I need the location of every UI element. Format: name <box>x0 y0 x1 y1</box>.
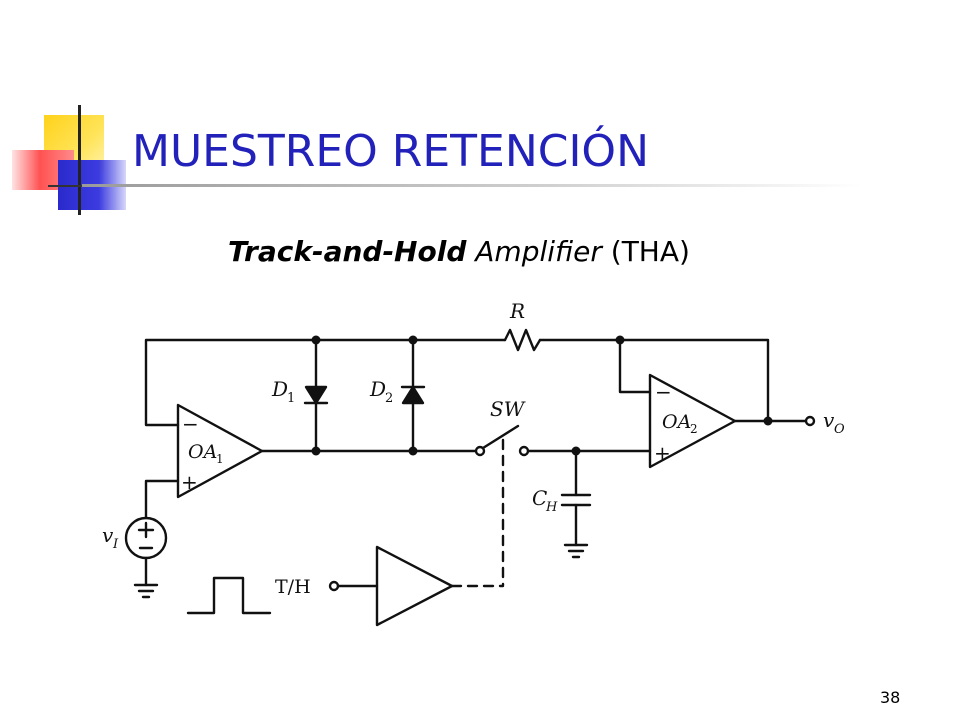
diode-d2 <box>401 385 425 405</box>
source-plus-sign <box>137 521 155 539</box>
label-oa1: OA <box>188 441 217 463</box>
diode-d1 <box>304 385 328 405</box>
label-d1: D <box>271 377 288 401</box>
label-d1-sub: 1 <box>287 391 295 406</box>
clock-pulse <box>186 576 272 615</box>
resistor-r <box>503 328 542 352</box>
subtitle-track-and-hold: Track-and-Hold <box>228 235 467 268</box>
label-oa2: OA <box>662 411 691 433</box>
label-vo-sub: O <box>834 422 845 437</box>
oa1-plus-input-wire <box>144 479 180 520</box>
label-ch-sub: H <box>545 500 558 515</box>
label-ch: C <box>532 486 547 510</box>
label-oa2-plus: + <box>654 441 671 465</box>
title-underline <box>82 184 862 187</box>
subtitle-amplifier: Amplifier <box>475 235 602 268</box>
label-oa1-minus: − <box>182 412 199 436</box>
label-vi-sub: I <box>112 537 119 552</box>
label-d2: D <box>369 377 386 401</box>
subtitle-tha: (THA) <box>610 235 690 268</box>
feedback-wire <box>144 338 507 427</box>
label-vi: v <box>102 523 114 547</box>
ground-ch <box>563 543 589 559</box>
output-terminal <box>804 415 816 427</box>
oa2-feedback-wire <box>618 338 652 394</box>
label-vo: v <box>823 408 835 432</box>
switch-contact-left <box>474 445 486 457</box>
junction-dots <box>311 335 773 456</box>
label-oa2-sub: 2 <box>690 422 698 436</box>
label-th: T/H <box>275 576 311 598</box>
label-oa1-sub: 1 <box>216 452 224 466</box>
label-sw: SW <box>490 397 526 421</box>
op-amp-oa1 <box>176 403 264 499</box>
th-buffer <box>375 545 454 627</box>
label-r: R <box>509 299 525 323</box>
label-oa1-plus: + <box>181 470 198 494</box>
label-d2-sub: 2 <box>385 391 393 406</box>
op-amp-oa2 <box>648 373 737 469</box>
top-rail-right <box>538 338 770 424</box>
switch-blade <box>481 424 520 450</box>
slide-subtitle: Track-and-Hold Amplifier (THA) <box>228 235 690 268</box>
deco-vertical-line <box>78 105 81 215</box>
label-oa2-minus: − <box>655 380 672 404</box>
page-number: 38 <box>880 688 901 707</box>
ground-source <box>133 583 159 599</box>
slide-title: MUESTREO RETENCIÓN <box>132 126 649 177</box>
